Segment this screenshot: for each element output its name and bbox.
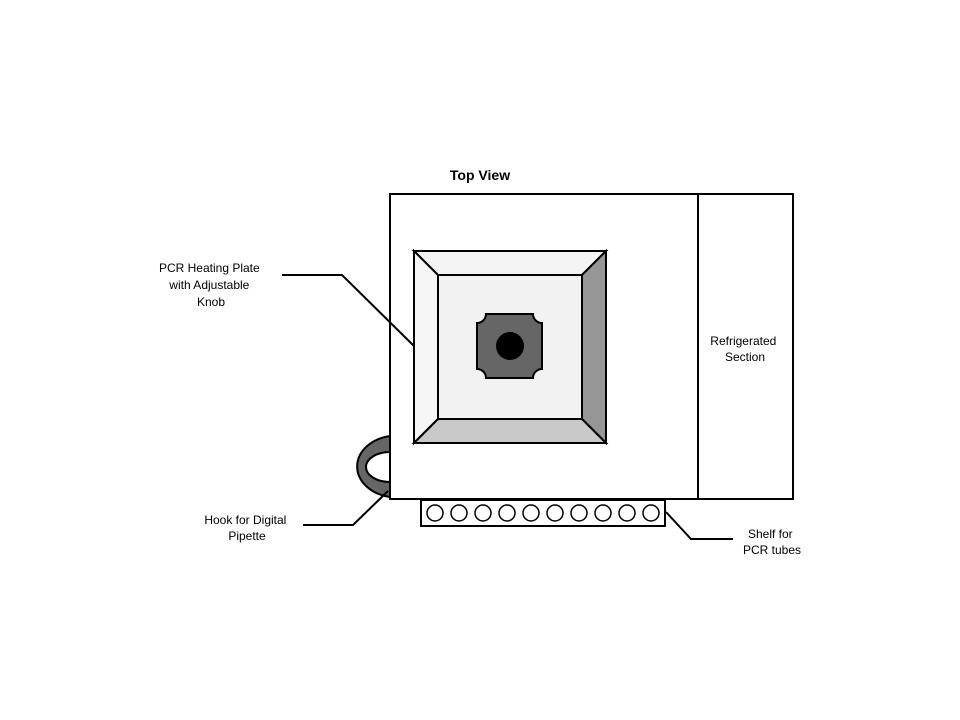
- heating-plate: [411, 248, 609, 446]
- hook-label-line-2: Pipette: [228, 529, 266, 543]
- hook-shape: [356, 434, 391, 499]
- pcr-tube-slot: [474, 504, 492, 522]
- diagram-title: Top View: [450, 167, 510, 183]
- pcr-tube-slot: [570, 504, 588, 522]
- adjustable-knob[interactable]: [476, 313, 543, 379]
- knob-center[interactable]: [496, 332, 524, 360]
- pipette-hook: [356, 434, 391, 499]
- pcr-tube-slot: [546, 504, 564, 522]
- hook-callout-line: [303, 490, 389, 526]
- plate-bevel-top: [411, 250, 609, 276]
- pcr-tube-slot: [594, 504, 612, 522]
- heating-plate-label: PCR Heating Plate with Adjustable Knob: [159, 261, 263, 309]
- heating-plate-label-line-2: with Adjustable: [168, 278, 249, 292]
- pcr-tube-shelf: [420, 499, 666, 527]
- pcr-tube-slot: [642, 504, 660, 522]
- plate-bevel-bottom: [411, 418, 609, 444]
- shelf-label: Shelf for PCR tubes: [743, 527, 801, 557]
- shelf-callout-line: [665, 511, 733, 540]
- pcr-tube-slot: [522, 504, 540, 522]
- heating-plate-label-line-1: PCR Heating Plate: [159, 261, 260, 275]
- refrigerated-label-line-2: Section: [725, 350, 765, 364]
- shelf-label-line-1: Shelf for: [748, 527, 793, 541]
- plate-bevel-right: [581, 248, 607, 446]
- refrigerated-section: [697, 193, 794, 500]
- pcr-tube-slot: [498, 504, 516, 522]
- refrigerated-label-line-1: Refrigerated: [710, 334, 776, 348]
- hook-label-line-1: Hook for Digital: [204, 513, 286, 527]
- pcr-tube-slot: [426, 504, 444, 522]
- plate-bevel-left: [413, 248, 439, 446]
- refrigerated-label: Refrigerated Section: [710, 334, 779, 364]
- pcr-tube-slot: [618, 504, 636, 522]
- pcr-tube-slot: [450, 504, 468, 522]
- hook-label: Hook for Digital Pipette: [204, 513, 289, 543]
- shelf-label-line-2: PCR tubes: [743, 543, 801, 557]
- heating-plate-callout-line: [282, 274, 415, 347]
- tube-slots: [426, 504, 660, 522]
- heating-plate-label-line-3: Knob: [197, 295, 225, 309]
